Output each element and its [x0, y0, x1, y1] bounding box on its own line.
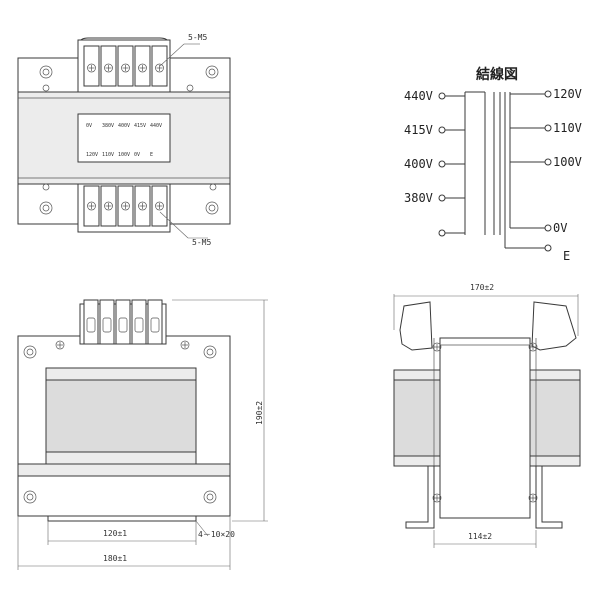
terminal [151, 45, 168, 87]
nameplate-top-row: 0V 380V 400V 415V 440V [86, 123, 162, 129]
terminal [151, 185, 168, 227]
front-coil [45, 367, 197, 465]
terminal-screw [121, 201, 130, 211]
earth-terminal [544, 244, 552, 252]
dim-width: 180±1 [103, 554, 127, 563]
nameplate-label: 100V [118, 152, 130, 158]
front-view: 120±1 180±1 4－10×20 190±2 [17, 299, 268, 570]
dim-hole-pitch: 120±1 [103, 529, 127, 538]
terminal [115, 299, 131, 345]
terminal-screw [155, 201, 164, 211]
nameplate-bottom-row: 120V 110V 100V 0V E [86, 152, 153, 158]
side-terminal-cover-left [399, 301, 433, 351]
terminal-screw [104, 201, 113, 211]
primary-tap: 380V [404, 191, 465, 205]
side-foot-right [530, 465, 563, 529]
terminal [99, 299, 115, 345]
side-view: 170±2 114±2 [393, 283, 581, 548]
clamp-screw [528, 342, 538, 352]
secondary-tap: 100V [510, 155, 582, 169]
dim-side-base: 114±2 [468, 532, 492, 541]
terminal [100, 45, 117, 87]
primary-tap-label: 415V [404, 123, 433, 137]
wiring-diagram: 結線図 E 440V 415V 400V 380V 120V 110V 100V 0V [404, 66, 582, 263]
clamp-screw [55, 340, 65, 350]
secondary-tap-label: 110V [553, 121, 582, 135]
primary-tap [438, 229, 465, 237]
secondary-taps: 120V 110V 100V 0V [510, 87, 582, 235]
nameplate-label: 120V [86, 152, 98, 158]
terminal-screw [104, 63, 113, 73]
wiring-diagram-title: 結線図 [476, 66, 518, 83]
primary-tap-label: 380V [404, 191, 433, 205]
terminal [83, 185, 100, 227]
terminal-screw [87, 201, 96, 211]
nameplate-label: E [150, 152, 153, 158]
dim-height: 190±2 [255, 401, 264, 425]
mounting-holes-note: 4－10×20 [198, 530, 235, 539]
nameplate-label: 400V [118, 123, 130, 129]
terminal [117, 185, 134, 227]
primary-tap: 400V [404, 157, 465, 171]
nameplate-label: 415V [134, 123, 146, 129]
clamp-screw [432, 342, 442, 352]
terminal [117, 45, 134, 87]
primary-tap-label: 400V [404, 157, 433, 171]
secondary-tap: 120V [510, 87, 582, 101]
primary-tap: 415V [404, 123, 465, 137]
nameplate-label: 110V [102, 152, 114, 158]
primary-tap-label: 440V [404, 89, 433, 103]
terminal-note-top: 5-M5 [188, 33, 207, 42]
primary-tap: 440V [404, 89, 465, 103]
terminal-note-bottom: 5-M5 [192, 238, 211, 247]
nameplate-label: 0V [134, 152, 140, 158]
terminal [100, 185, 117, 227]
terminal [134, 45, 151, 87]
earth-label: E [563, 249, 570, 263]
terminal [83, 45, 100, 87]
side-core-frame [439, 337, 531, 519]
nameplate-label: 440V [150, 123, 162, 129]
base-foot [47, 515, 197, 522]
clamp-screw [180, 340, 190, 350]
secondary-tap: 110V [510, 121, 582, 135]
nameplate-label: 380V [102, 123, 114, 129]
terminal-screw [155, 63, 164, 73]
side-foot-left [405, 465, 440, 529]
terminal-screw [138, 201, 147, 211]
terminal-screw [121, 63, 130, 73]
terminal [134, 185, 151, 227]
side-terminal-cover-right [531, 301, 577, 351]
secondary-tap-label: 0V [553, 221, 567, 235]
terminal-screw [87, 63, 96, 73]
secondary-tap-label: 120V [553, 87, 582, 101]
terminal [83, 299, 99, 345]
nameplate-label: 0V [86, 123, 92, 129]
bottom-terminal-block [83, 185, 168, 227]
terminal [131, 299, 147, 345]
terminal-screw [138, 63, 147, 73]
nameplate [77, 113, 171, 163]
secondary-tap: 0V [510, 221, 567, 235]
primary-taps: 440V 415V 400V 380V [404, 89, 465, 237]
top-terminal-block [83, 45, 168, 87]
terminal [147, 299, 163, 345]
secondary-tap-label: 100V [553, 155, 582, 169]
dim-side-width: 170±2 [470, 283, 494, 292]
